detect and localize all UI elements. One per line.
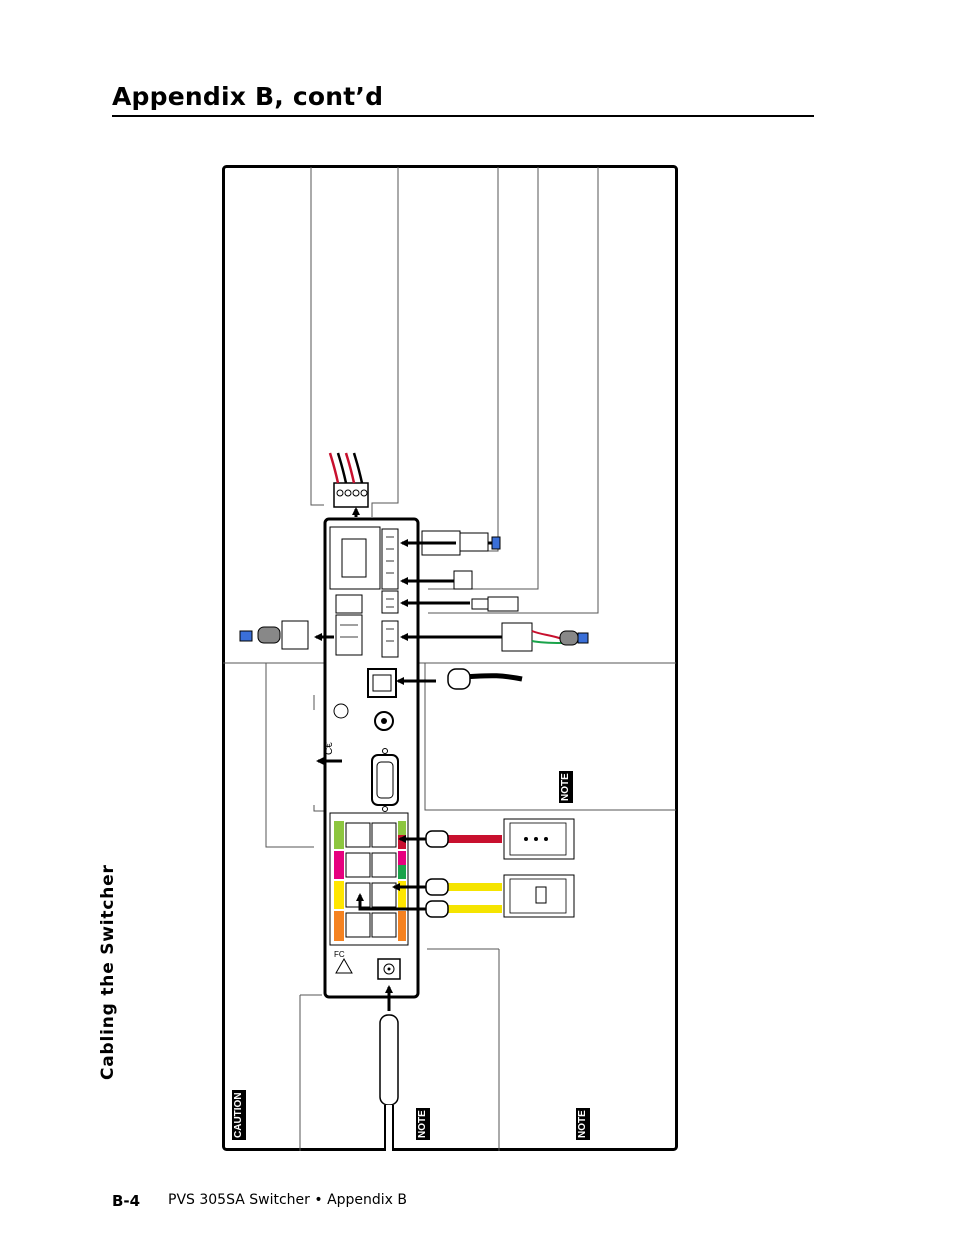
- wiring-diagram: C€: [222, 165, 678, 1151]
- control-connectors: [239, 530, 589, 690]
- page-number: B-4: [112, 1192, 141, 1210]
- connection-arrows: [314, 507, 502, 1011]
- footer-title: PVS 305SA Switcher • Appendix B: [168, 1192, 408, 1208]
- svg-text:C€: C€: [324, 742, 335, 755]
- section-title: Cabling the Switcher: [98, 864, 118, 1080]
- note-label: NOTE: [559, 771, 573, 803]
- switcher-rear-panel: C€: [323, 517, 420, 999]
- note-label: NOTE: [576, 1108, 590, 1140]
- diagram-frame: [222, 165, 678, 1151]
- wall-plates: [503, 818, 575, 918]
- speaker-plug: [328, 452, 369, 508]
- note-label: NOTE: [416, 1108, 430, 1140]
- title-divider: [112, 115, 814, 117]
- callout-lines: [223, 167, 676, 1151]
- page-title: Appendix B, cont’d: [112, 82, 384, 111]
- power-cord: [379, 1014, 399, 1151]
- svg-text:FC: FC: [334, 950, 345, 959]
- caution-label: CAUTION: [232, 1090, 246, 1140]
